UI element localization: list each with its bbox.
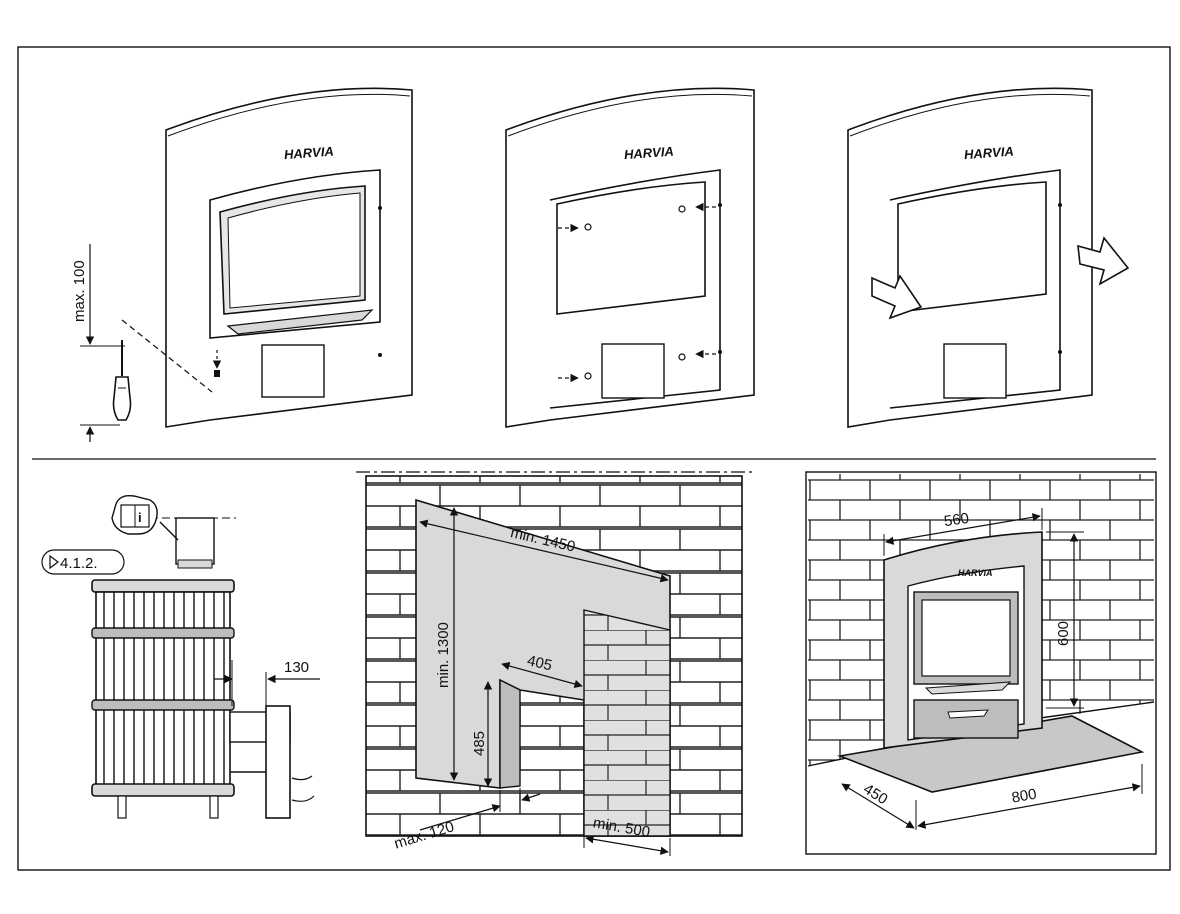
brand-logo: HARVIA (958, 568, 993, 578)
screwdriver-icon (112, 340, 132, 421)
outer-frame (17, 46, 1171, 871)
book-info-icon: i (111, 494, 179, 541)
brand-logo: HARVIA (963, 144, 1014, 162)
bottom-left-panel: i 4.1.2. 130 (41, 494, 320, 819)
dimension-405: 405 (525, 652, 553, 674)
top-panel-2: HARVIA (505, 87, 755, 428)
bottom-middle-panel: min. 1450 min. 1300 405 485 max. 120 min… (356, 471, 756, 856)
top-panel-1: HARVIA max. 100 (71, 87, 413, 442)
dimension-800: 800 (1010, 786, 1038, 807)
screw-arrows (558, 202, 716, 383)
top-panel-3: HARVIA (847, 87, 1130, 428)
reference-badge: 4.1.2. (60, 555, 98, 572)
dimension-min-1300: min. 1300 (435, 622, 452, 688)
arrow-in-icon (871, 274, 923, 320)
ash-door (261, 344, 325, 398)
dimension-560: 560 (943, 510, 970, 530)
brand-logo: HARVIA (623, 144, 674, 162)
dimension-130: 130 (284, 659, 309, 676)
stove-slats (103, 592, 225, 788)
dimension-600: 600 (1055, 621, 1072, 646)
brand-logo: HARVIA (283, 144, 334, 162)
dimension-max-100: max. 100 (71, 260, 88, 322)
svg-text:i: i (138, 510, 142, 525)
bottom-right-panel: HARVIA 560 600 450 800 (805, 471, 1157, 855)
dimension-485: 485 (471, 731, 488, 756)
arrow-out-icon (1077, 236, 1130, 286)
